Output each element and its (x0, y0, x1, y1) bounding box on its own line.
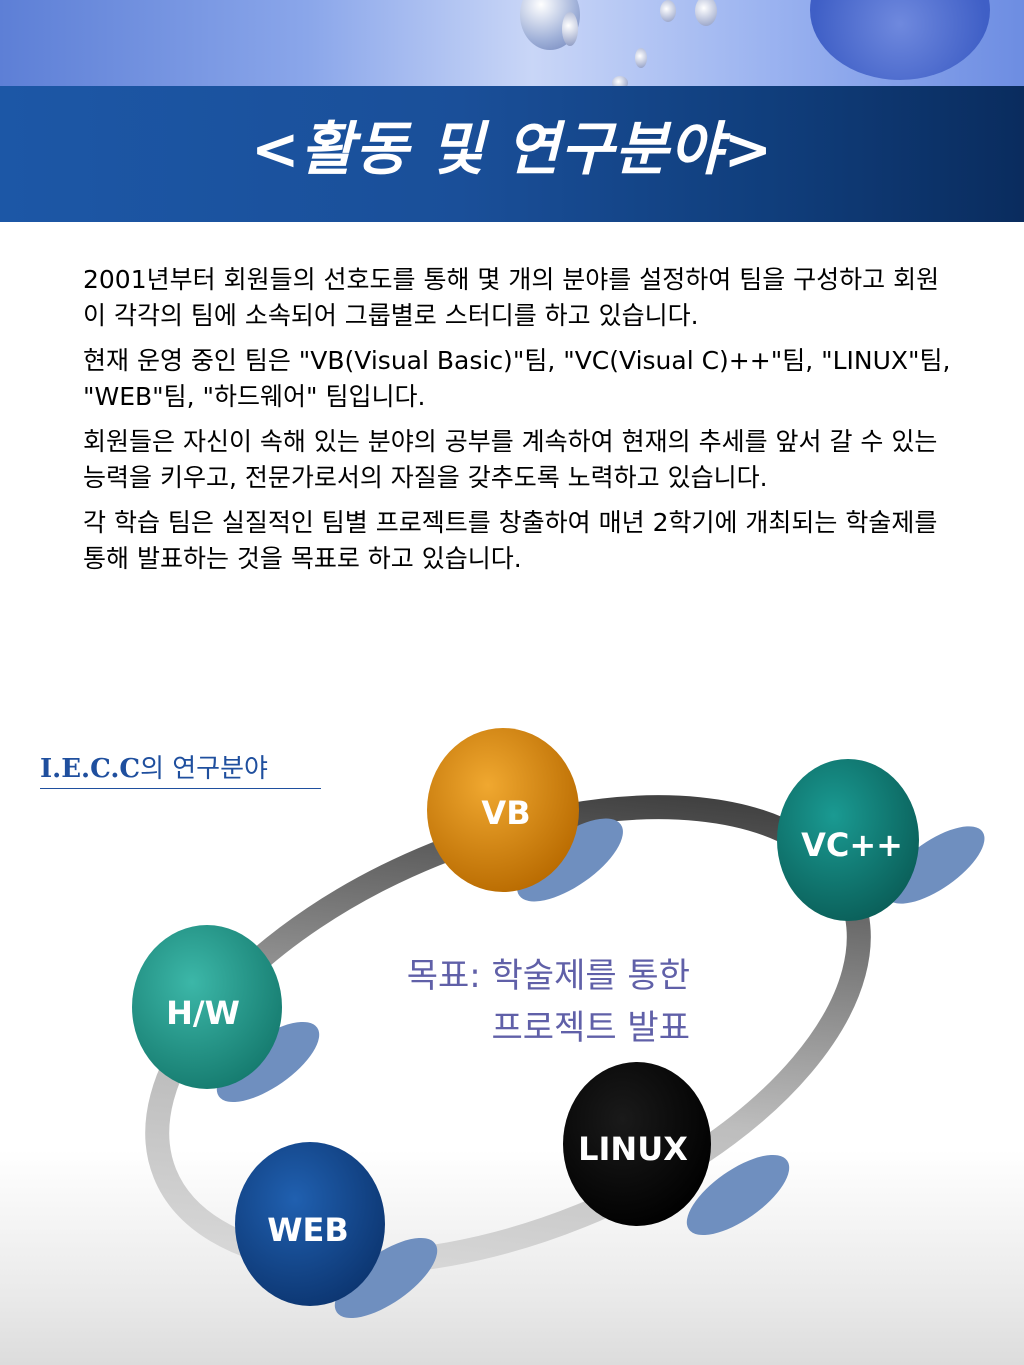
page-title: <활동 및 연구분야> (250, 115, 774, 183)
node-shadow (517, 818, 623, 902)
goal-text: 목표: 학술제를 통한 프로젝트 발표 (340, 950, 690, 1054)
top-decorative-band (0, 0, 1024, 86)
paragraph: 2001년부터 회원들의 선호도를 통해 몇 개의 분야를 설정하여 팀을 구성… (83, 265, 940, 330)
paragraph: 회원들은 자신이 속해 있는 분야의 공부를 계속하여 현재의 추세를 앞서 갈… (83, 427, 938, 492)
diagram-subtitle: I.E.C.C의 연구분야 (40, 752, 321, 789)
research-areas-diagram: VB VC++ H/W LINUX WEB (132, 728, 985, 1319)
bubble-decoration (810, 0, 990, 80)
node-shadow (216, 1021, 320, 1103)
subtitle-org-name: I.E.C.C (40, 754, 141, 784)
node-hw: H/W (132, 925, 282, 1089)
bubble-decoration (562, 12, 578, 46)
paragraph: 각 학습 팀은 실질적인 팀별 프로젝트를 창출하여 매년 2학기에 개최되는 … (83, 508, 938, 573)
bubble-decoration (695, 0, 717, 26)
node-linux-circle (563, 1062, 711, 1226)
node-linux: LINUX (563, 1062, 711, 1226)
node-vcpp-circle (777, 759, 919, 921)
node-hw-circle (132, 925, 282, 1089)
node-web-label: WEB (267, 1211, 349, 1249)
subtitle-suffix: 의 연구분야 (140, 754, 268, 784)
node-shadow (686, 1154, 790, 1236)
node-linux-label: LINUX (578, 1130, 688, 1168)
description-text: 2001년부터 회원들의 선호도를 통해 몇 개의 분야를 설정하여 팀을 구성… (83, 262, 957, 586)
bubble-decoration (635, 48, 647, 68)
node-vcpp-label: VC++ (801, 826, 903, 864)
title-bar (0, 86, 1024, 222)
node-hw-label: H/W (166, 994, 240, 1032)
node-shadow (885, 826, 985, 904)
node-web-circle (235, 1142, 385, 1306)
bubble-decoration (612, 76, 628, 86)
node-web: WEB (235, 1142, 385, 1306)
node-vb-circle (427, 728, 579, 892)
node-vb: VB (427, 728, 579, 892)
paragraph: 현재 운영 중인 팀은 "VB(Visual Basic)"팀, "VC(Vis… (83, 346, 951, 411)
node-vcpp: VC++ (777, 759, 919, 921)
node-vb-label: VB (481, 794, 530, 832)
node-shadow (334, 1237, 438, 1319)
goal-line-1: 목표: 학술제를 통한 (406, 956, 690, 996)
goal-line-2: 프로젝트 발표 (491, 1008, 691, 1048)
bubble-decoration (660, 0, 676, 22)
